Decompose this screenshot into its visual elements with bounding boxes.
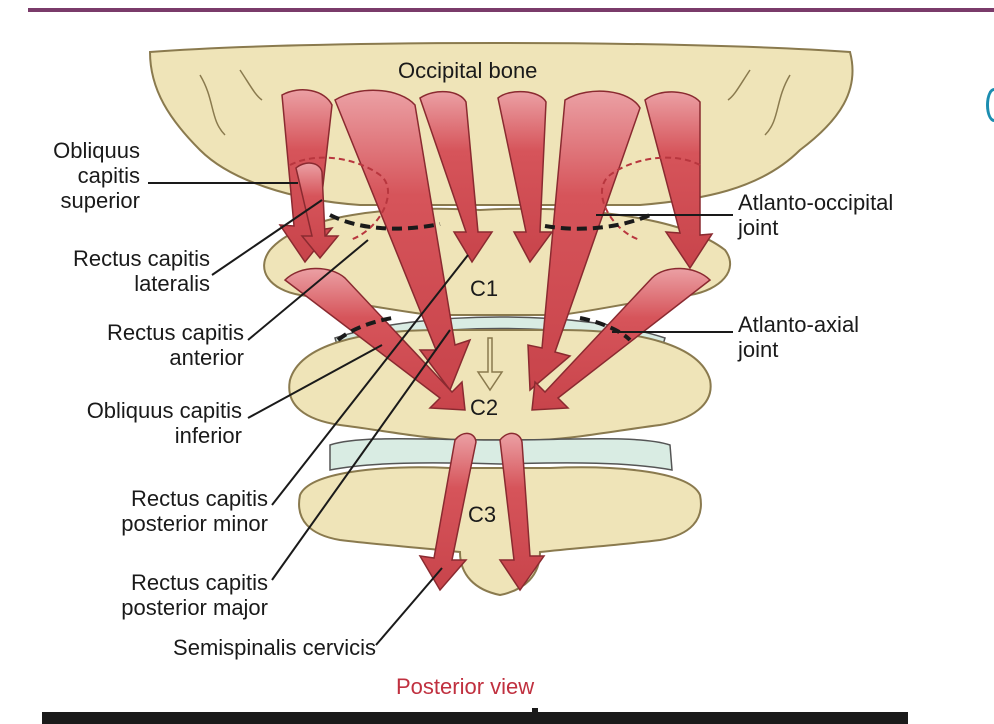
edge-mark-icon bbox=[986, 88, 994, 122]
label-semispinalis-cervicis: Semispinalis cervicis bbox=[173, 635, 376, 660]
c3-label: C3 bbox=[468, 502, 497, 527]
bottom-notch bbox=[532, 708, 538, 724]
c2-label: C2 bbox=[470, 395, 499, 420]
bottom-bar bbox=[42, 712, 908, 724]
leader-lines bbox=[148, 182, 733, 646]
c3-vertebra bbox=[298, 466, 702, 597]
occipital-bone-label: Occipital bone bbox=[398, 58, 538, 83]
muscle-group bbox=[278, 89, 714, 592]
top-rule bbox=[28, 8, 994, 12]
c1-label: C1 bbox=[470, 276, 499, 301]
caption-posterior-view: Posterior view bbox=[396, 674, 535, 699]
c2-vertebra bbox=[288, 329, 712, 441]
